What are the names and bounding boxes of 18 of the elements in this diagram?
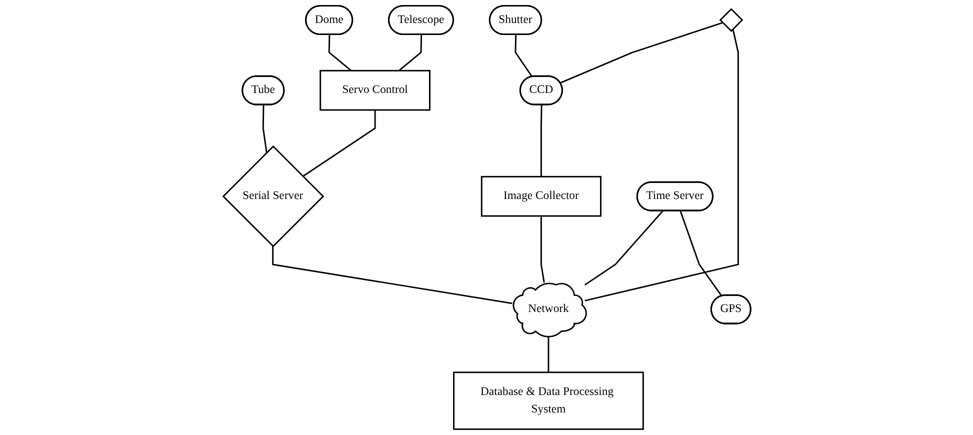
connector [272, 246, 512, 304]
connector [584, 28, 738, 302]
connector [560, 22, 722, 84]
connector [514, 34, 532, 78]
connector [302, 110, 376, 177]
node-diamond [718, 8, 743, 32]
connector [584, 210, 663, 286]
connector [262, 104, 267, 153]
connector [547, 336, 549, 372]
node-box: Image Collector [480, 176, 602, 217]
node-box: Servo Control [319, 70, 430, 111]
node-box: Database & Data Processing System [452, 372, 644, 430]
connector [398, 34, 422, 72]
connector [540, 216, 544, 283]
node-diamond: Serial Server [222, 145, 324, 248]
connector [328, 34, 352, 72]
connector [540, 104, 542, 177]
connector [679, 210, 722, 296]
